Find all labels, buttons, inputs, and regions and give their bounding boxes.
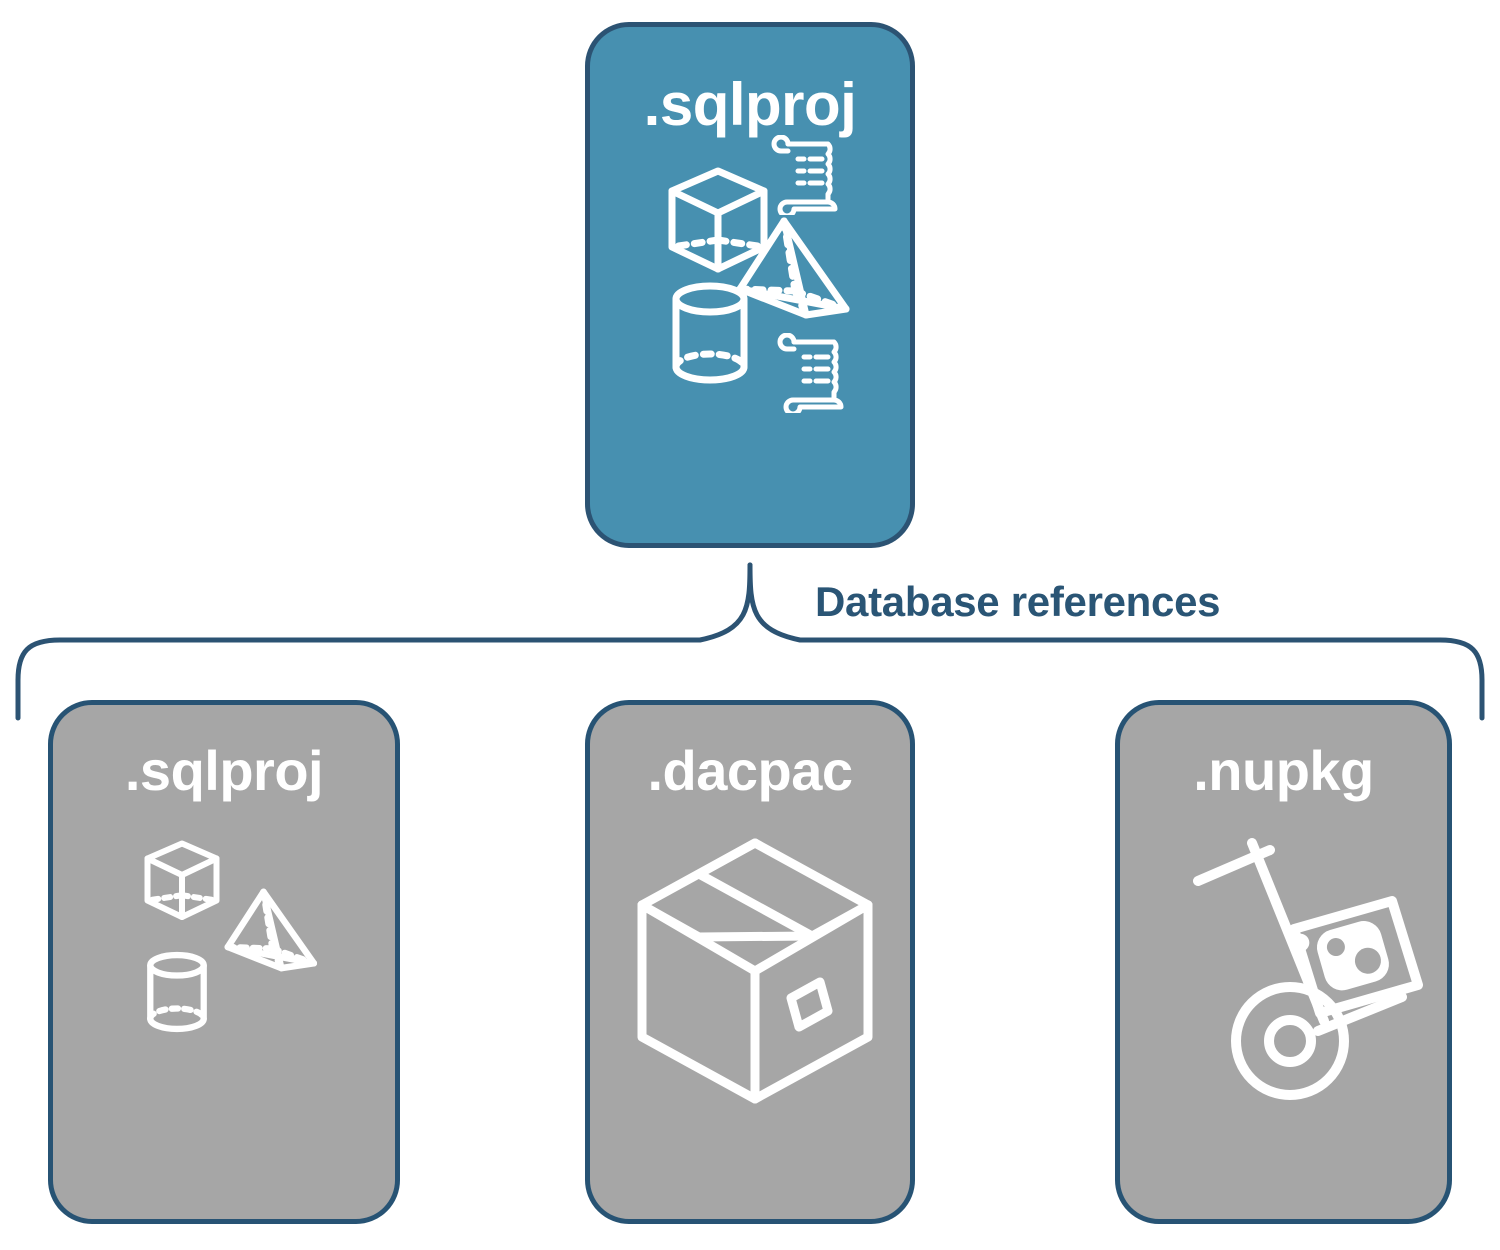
node-card-sqlproj-ref[interactable]: .sqlproj	[48, 700, 400, 1224]
cylinder-icon	[147, 951, 207, 1033]
node-card-sqlproj-root[interactable]: .sqlproj	[585, 22, 915, 548]
node-icon-cluster	[53, 799, 395, 1219]
node-icon-cluster	[590, 135, 910, 543]
node-card-nupkg[interactable]: .nupkg	[1115, 700, 1452, 1224]
node-card-dacpac[interactable]: .dacpac	[585, 700, 915, 1224]
node-title: .sqlproj	[643, 71, 857, 138]
cube-icon	[144, 840, 220, 920]
pyramid-icon	[736, 217, 850, 319]
nuget-package-icon	[1289, 896, 1423, 1018]
scroll-icon	[771, 135, 838, 215]
node-title: .nupkg	[1193, 739, 1374, 802]
node-title: .sqlproj	[124, 739, 324, 802]
bracket-label: Database references	[815, 578, 1221, 625]
node-icon-cluster	[1120, 799, 1447, 1219]
node-icon-cluster	[590, 799, 910, 1219]
scroll-icon	[777, 333, 844, 413]
pyramid-icon	[224, 888, 318, 972]
node-title: .dacpac	[647, 739, 853, 802]
shipping-box-icon	[637, 838, 873, 1104]
cylinder-icon	[672, 282, 748, 384]
